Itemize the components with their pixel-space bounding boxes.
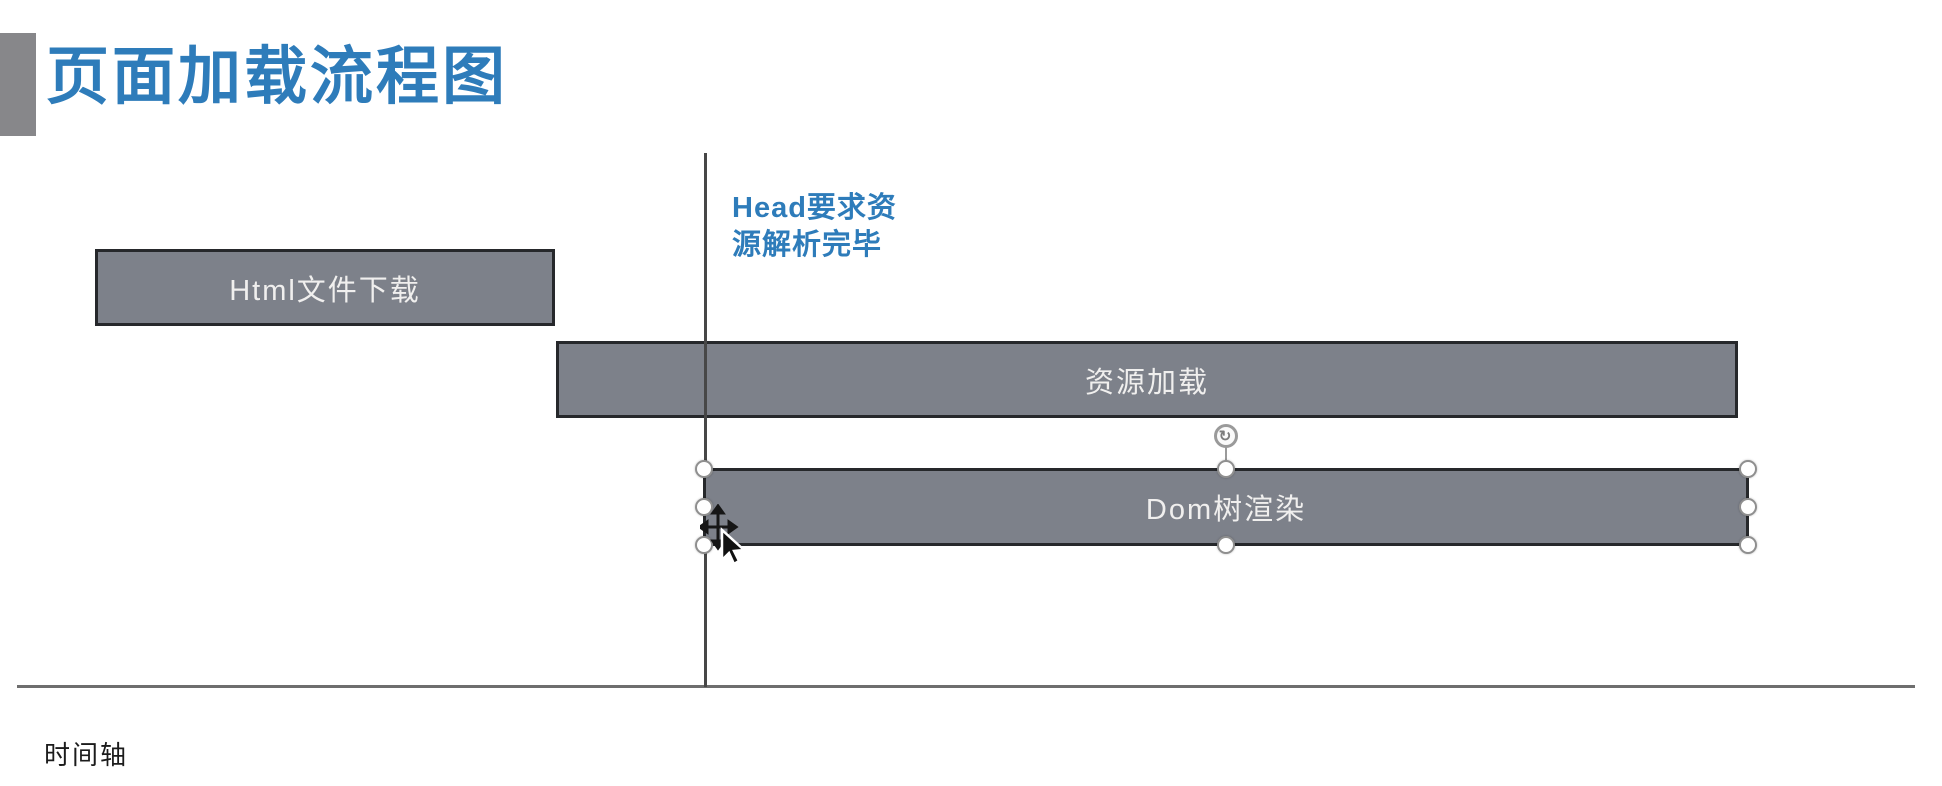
resize-handle-middle-right[interactable] — [1739, 498, 1757, 516]
resize-handle-bottom-left[interactable] — [695, 536, 713, 554]
timeline-axis-line[interactable] — [17, 685, 1915, 688]
gantt-bar-dom-render[interactable]: Dom树渲染 ↻ — [695, 424, 1757, 554]
bar-label: 资源加载 — [1084, 366, 1209, 399]
page-title[interactable]: 页面加载流程图 — [46, 42, 508, 112]
resize-handle-top-middle[interactable] — [1217, 460, 1235, 478]
resize-handle-top-left[interactable] — [695, 460, 713, 478]
annotation-line-2: 源解析完毕 — [732, 229, 883, 261]
annotation-line-1: Head要求资 — [732, 192, 897, 224]
resize-handle-bottom-middle[interactable] — [1217, 536, 1235, 554]
title-decoration-bar[interactable] — [0, 33, 36, 136]
milestone-vertical-line[interactable] — [704, 153, 707, 687]
rotate-handle-stem — [1225, 445, 1227, 469]
milestone-annotation[interactable]: Head要求资 源解析完毕 — [732, 190, 897, 264]
resize-handle-bottom-right[interactable] — [1739, 536, 1757, 554]
gantt-bar-resource-load[interactable]: 资源加载 — [556, 341, 1738, 418]
bar-label: Dom树渲染 — [1145, 494, 1307, 526]
resize-handle-top-right[interactable] — [1739, 460, 1757, 478]
bar-label: Html文件下载 — [229, 274, 421, 307]
gantt-bar-html-download[interactable]: Html文件下载 — [95, 249, 555, 326]
resize-handle-middle-left[interactable] — [695, 498, 713, 516]
timeline-label[interactable]: 时间轴 — [44, 741, 129, 770]
rotate-handle-icon[interactable]: ↻ — [1214, 424, 1238, 448]
